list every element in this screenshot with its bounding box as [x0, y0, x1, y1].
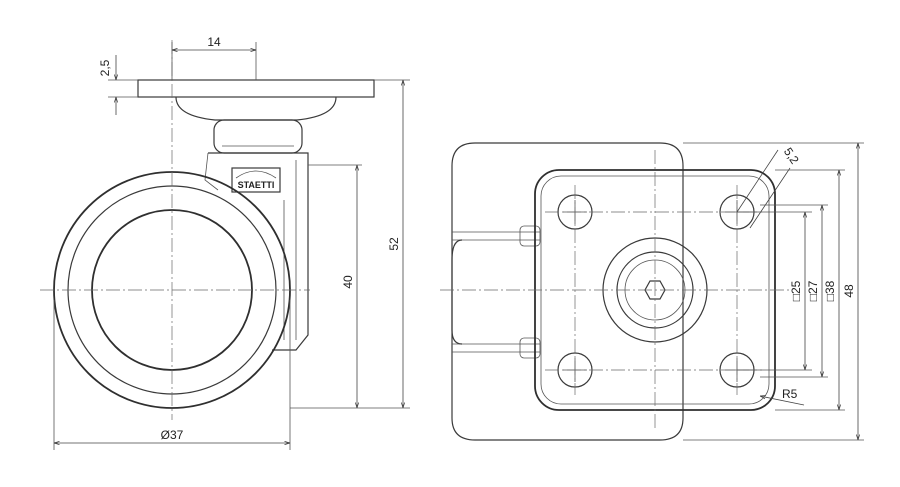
dim-2-5: 2,5: [98, 59, 112, 76]
fork-housing: [208, 152, 309, 351]
dim-square-38: □38: [823, 280, 837, 301]
mounting-plate: [137, 79, 375, 98]
dim-14: 14: [207, 35, 221, 49]
dim-square-27: □27: [806, 280, 820, 301]
dim-40: 40: [341, 275, 355, 289]
side-view: STAETTI 14 2,5 52 40 Ø37: [40, 35, 410, 450]
swivel-neck: [175, 96, 337, 121]
swivel-bearing: [213, 119, 303, 154]
dim-diameter-37: Ø37: [161, 428, 184, 442]
mounting-holes: [557, 194, 755, 388]
top-view: 5,2 □25 □27 □38 48 R5: [440, 142, 864, 441]
dim-52: 52: [387, 237, 401, 251]
brand-badge: [231, 167, 281, 193]
dim-5-2: 5,2: [781, 145, 802, 167]
brand-label: STAETTI: [238, 180, 275, 190]
dim-square-25: □25: [789, 280, 803, 301]
dim-48: 48: [842, 284, 856, 298]
dim-radius-5: R5: [782, 387, 798, 401]
wheel-body-top: [451, 142, 684, 441]
